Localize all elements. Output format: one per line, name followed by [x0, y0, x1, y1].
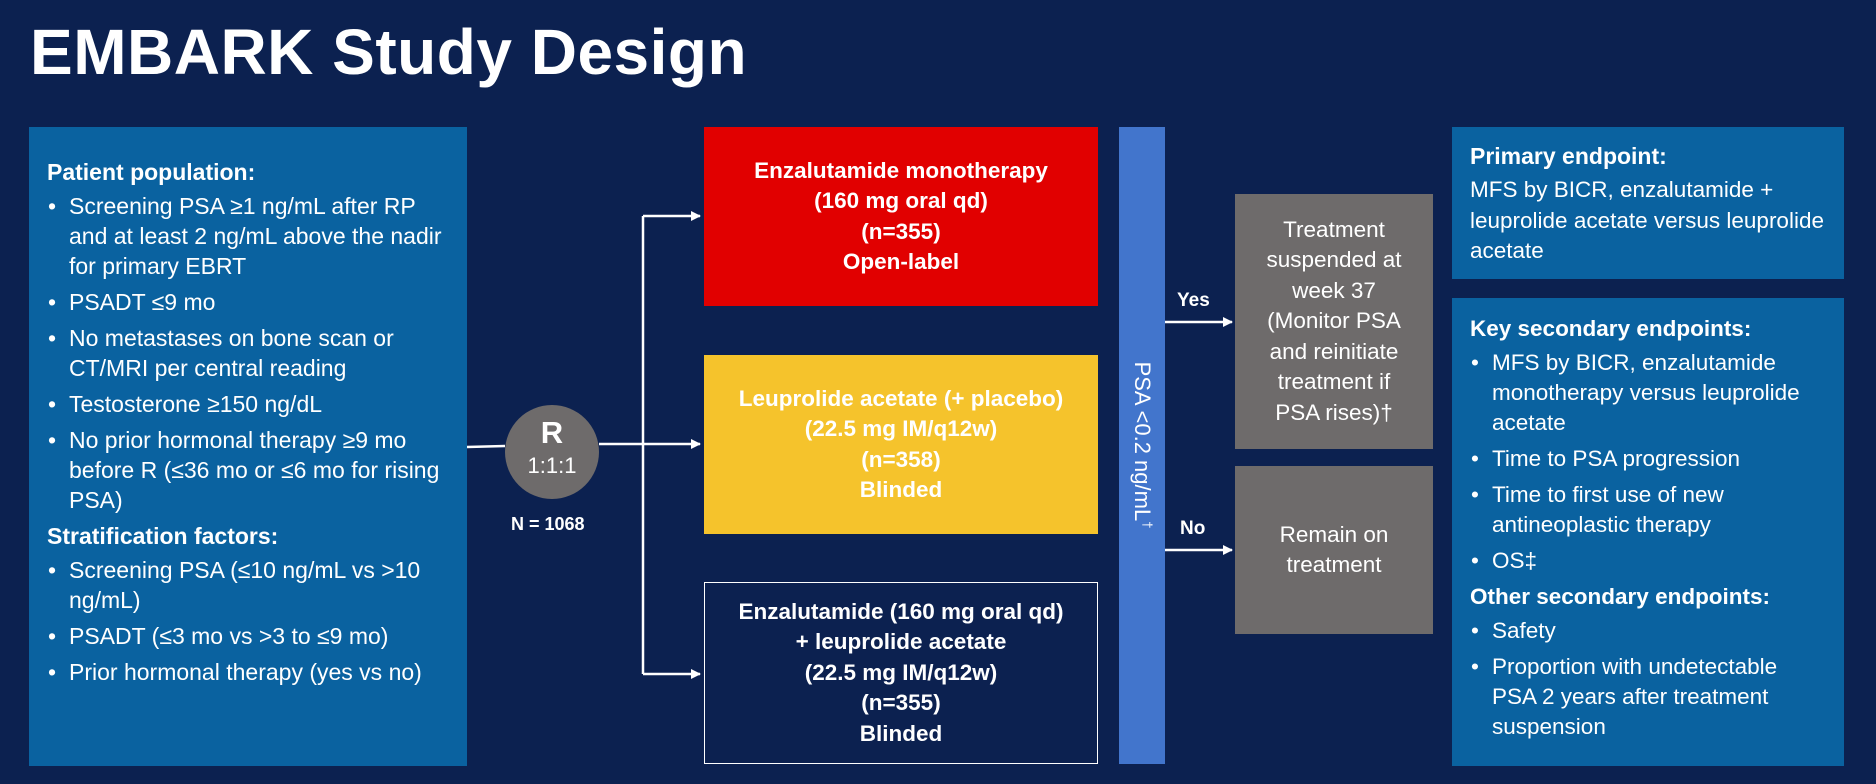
stratification-heading: Stratification factors:: [47, 523, 279, 549]
yes-label: Yes: [1177, 290, 1210, 311]
randomization-ratio: 1:1:1: [527, 453, 577, 478]
arm-enzalutamide-monotherapy: Enzalutamide monotherapy (160 mg oral qd…: [704, 127, 1098, 306]
patient-population-panel: Patient population: Screening PSA ≥1 ng/…: [29, 127, 467, 766]
randomization-letter: R: [540, 415, 564, 450]
key-secondary-item: MFS by BICR, enzalutamide monotherapy ve…: [1470, 348, 1826, 438]
population-heading: Patient population:: [47, 159, 256, 185]
population-to-randomization-line: [466, 444, 506, 449]
arm-line: (160 mg oral qd): [814, 188, 988, 213]
population-item: No metastases on bone scan or CT/MRI per…: [47, 323, 449, 383]
primary-endpoint-text: MFS by BICR, enzalutamide + leuprolide a…: [1470, 177, 1824, 263]
box-line: PSA rises)†: [1275, 399, 1393, 425]
box-line: treatment if: [1277, 369, 1391, 395]
box-line: (Monitor PSA: [1267, 308, 1401, 334]
arm-line: (22.5 mg IM/q12w): [804, 416, 998, 441]
psa-threshold-bar: [1119, 127, 1165, 764]
box-line: Remain on: [1279, 521, 1389, 547]
box-line: and reinitiate: [1269, 338, 1399, 364]
box-line: Treatment: [1283, 216, 1385, 242]
population-item: PSADT ≤9 mo: [47, 287, 449, 317]
arm-line: Blinded: [859, 477, 943, 502]
secondary-endpoints-panel: Key secondary endpoints: MFS by BICR, en…: [1452, 298, 1844, 766]
randomization-circle: R 1:1:1: [505, 405, 599, 499]
page-title: EMBARK Study Design: [30, 16, 748, 88]
box-line: treatment: [1286, 552, 1382, 577]
other-secondary-item: Safety: [1470, 616, 1826, 646]
no-label: No: [1180, 518, 1206, 539]
arm-leuprolide-placebo: Leuprolide acetate (+ placebo) (22.5 mg …: [704, 355, 1098, 534]
arm-line: Blinded: [859, 720, 943, 746]
other-secondary-item: Proportion with undetectable PSA 2 years…: [1470, 652, 1826, 742]
key-secondary-item: Time to PSA progression: [1470, 444, 1826, 474]
sample-size-label: N = 1068: [511, 514, 585, 534]
population-item: No prior hormonal therapy ≥9 mo before R…: [47, 425, 449, 515]
arm-line: (n=355): [861, 218, 941, 244]
primary-endpoint-panel: Primary endpoint: MFS by BICR, enzalutam…: [1452, 127, 1844, 279]
box-line: week 37: [1292, 277, 1376, 303]
treatment-suspended-box: Treatment suspended at week 37 (Monitor …: [1235, 194, 1433, 449]
other-secondary-heading: Other secondary endpoints:: [1470, 584, 1771, 609]
arm-line: (n=355): [861, 690, 941, 716]
primary-endpoint-heading: Primary endpoint:: [1470, 143, 1667, 169]
stratification-item: PSADT (≤3 mo vs >3 to ≤9 mo): [47, 621, 449, 651]
arm-line: (n=358): [861, 446, 941, 472]
population-item: Testosterone ≥150 ng/dL: [47, 389, 449, 419]
key-secondary-heading: Key secondary endpoints:: [1470, 316, 1752, 341]
arm-line: Enzalutamide (160 mg oral qd): [738, 598, 1064, 624]
population-item: Screening PSA ≥1 ng/mL after RP and at l…: [47, 191, 449, 281]
arm-enzalutamide-leuprolide: Enzalutamide (160 mg oral qd) + leuproli…: [704, 582, 1098, 764]
stratification-item: Screening PSA (≤10 ng/mL vs >10 ng/mL): [47, 555, 449, 615]
stratification-list: Screening PSA (≤10 ng/mL vs >10 ng/mL) P…: [47, 555, 449, 687]
arm-line: Enzalutamide monotherapy: [754, 157, 1048, 183]
arm-line: Leuprolide acetate (+ placebo): [738, 385, 1064, 411]
arm-line: Open-label: [842, 249, 960, 274]
box-line: suspended at: [1266, 247, 1402, 273]
key-secondary-item: Time to first use of new antineoplastic …: [1470, 480, 1826, 540]
remain-on-treatment-box: Remain on treatment: [1235, 466, 1433, 634]
other-secondary-list: Safety Proportion with undetectable PSA …: [1470, 616, 1826, 742]
dagger-mark: †: [1140, 521, 1156, 529]
key-secondary-list: MFS by BICR, enzalutamide monotherapy ve…: [1470, 348, 1826, 576]
arm-line: + leuprolide acetate: [795, 629, 1007, 655]
population-list: Screening PSA ≥1 ng/mL after RP and at l…: [47, 191, 449, 515]
key-secondary-item: OS‡: [1470, 546, 1826, 576]
psa-threshold-label: PSA <0.2 ng/mL†: [1129, 361, 1156, 529]
arm-line: (22.5 mg IM/q12w): [804, 659, 998, 685]
stratification-item: Prior hormonal therapy (yes vs no): [47, 657, 449, 687]
